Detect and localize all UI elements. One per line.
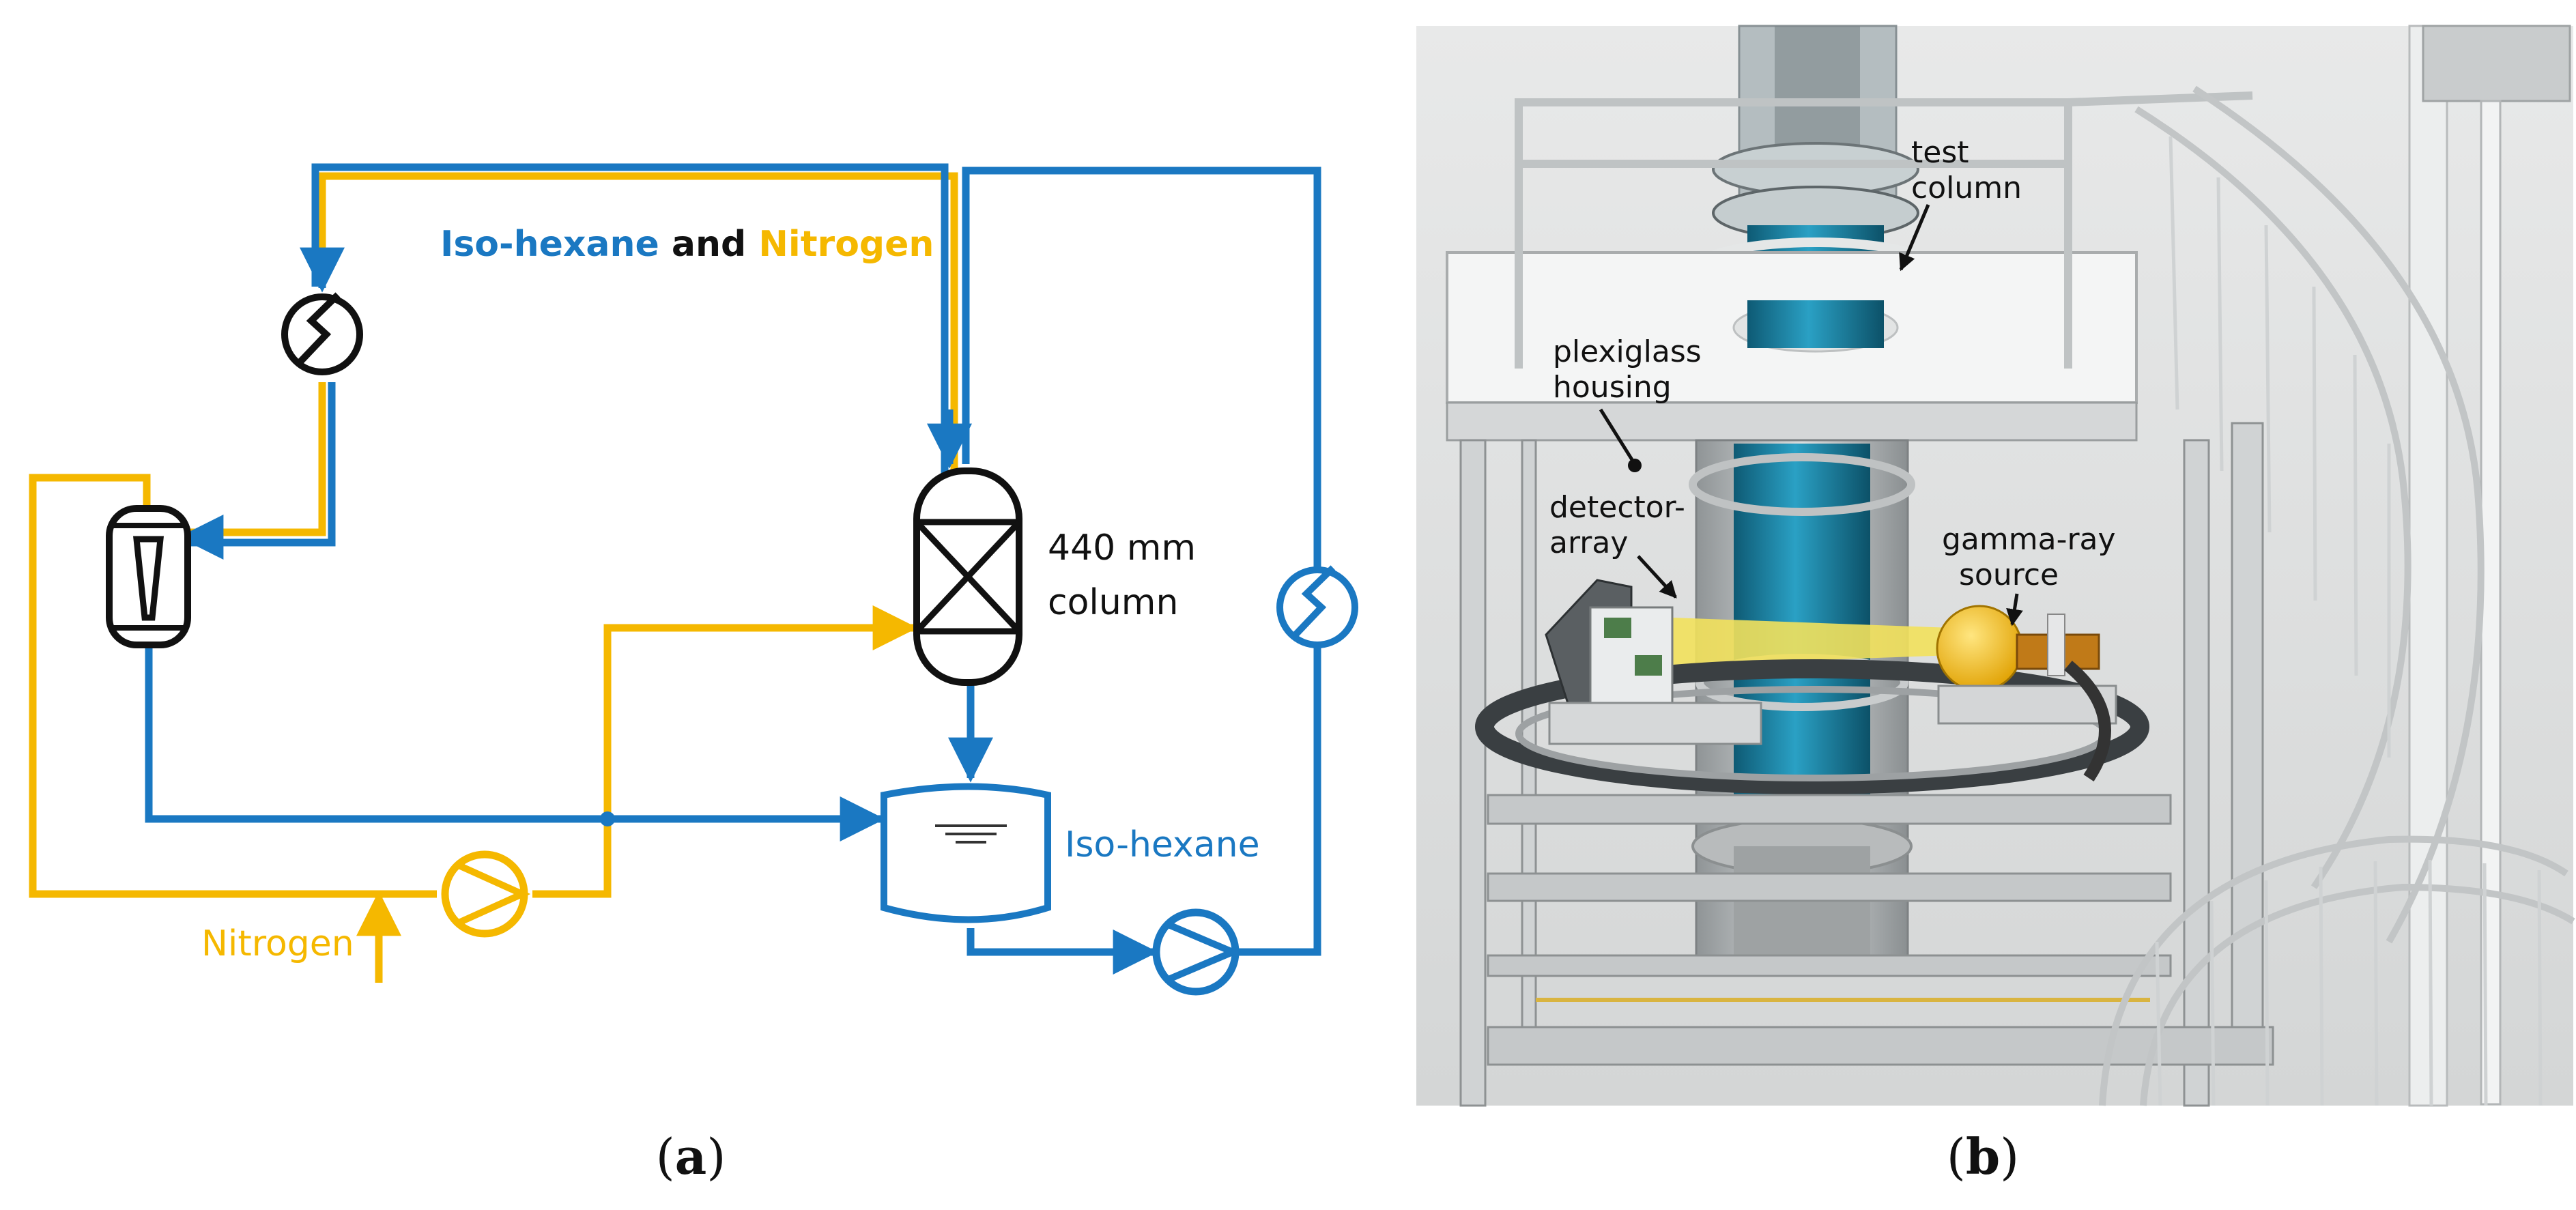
packed-column-icon	[913, 467, 1022, 686]
detector-label-line1: detector-	[1549, 490, 1685, 525]
panel-a-flow-diagram: Iso-hexane and Nitrogen 440 mm column Is…	[29, 163, 1358, 1185]
test-column-pointer	[1899, 204, 1930, 272]
column-label-line1: 440 mm	[1048, 528, 1196, 568]
caption-b: (b)	[1947, 1127, 2020, 1185]
render-background	[1416, 26, 2573, 1106]
source-label-line2: source	[1959, 558, 2059, 592]
heat-exchanger-right-icon	[1276, 565, 1358, 648]
column-label-line2: column	[1048, 582, 1178, 623]
isohexane-tank-icon	[881, 783, 1051, 923]
detector-label-line2: array	[1549, 525, 1628, 560]
line-crossing	[600, 811, 615, 826]
nitrogen-compressor-icon	[441, 850, 531, 938]
panel-b-rendering: test column plexiglass housing detector-…	[1416, 25, 2575, 1185]
detector-pointer	[1637, 555, 1677, 599]
isohexane-pump-icon	[1152, 908, 1242, 996]
detector-array-model	[1545, 579, 1762, 745]
nitrogen-lines	[29, 172, 958, 983]
diagram-title: Iso-hexane and Nitrogen	[440, 224, 934, 265]
flowmeter-icon	[106, 505, 191, 648]
tank-label: Iso-hexane	[1065, 824, 1260, 865]
caption-a: (a)	[656, 1127, 726, 1185]
source-label-line1: gamma-ray	[1942, 522, 2116, 557]
housing-label-line2: housing	[1553, 370, 1672, 405]
housing-label-line1: plexiglass	[1553, 334, 1702, 369]
nitrogen-feed-label: Nitrogen	[201, 923, 354, 964]
housing-pointer	[1599, 408, 1637, 465]
test-column-label-line2: column	[1911, 171, 2022, 205]
gamma-ray-source-model	[1936, 605, 2117, 781]
isohexane-lines	[145, 163, 1321, 975]
source-pointer	[2006, 593, 2023, 626]
test-column-label-line1: test	[1911, 135, 1969, 170]
heat-exchanger-top-icon	[281, 292, 363, 375]
